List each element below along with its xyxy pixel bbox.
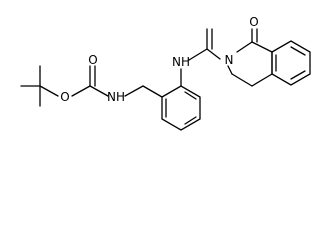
bond-ester-o-carbonyl	[71, 85, 91, 97]
bond-nh-urea-carbon	[188, 48, 208, 61]
benzene-ring-fused	[271, 40, 311, 86]
carbamate-ester-oxygen-label: O	[60, 90, 69, 104]
bond-c4a-c4	[251, 73, 273, 87]
bond-c4-c3	[231, 73, 253, 87]
atom-labels: O O NH NH O N	[60, 15, 258, 104]
bond-carbonyl-nh	[89, 85, 109, 97]
bond-ch2-ring	[142, 85, 163, 98]
bond-ring-n-c1	[236, 41, 253, 53]
chemical-structure: O O NH NH O N	[20, 15, 311, 131]
benzene-inner-bond-2	[184, 116, 197, 125]
urea-nh-label: NH	[172, 55, 190, 69]
fused-inner-bond-2	[290, 70, 306, 80]
ring-nitrogen-label: N	[225, 53, 234, 67]
carbamate-carbonyl-oxygen-label: O	[88, 53, 97, 67]
lactam-oxygen-label: O	[249, 15, 258, 29]
carbamate-nh-label: NH	[107, 90, 125, 104]
bond-c3-n	[227, 65, 233, 75]
bond-nh-ch2	[124, 85, 144, 97]
bond-network	[20, 28, 311, 131]
benzene-ring-central	[161, 85, 201, 131]
bond-tbu-oxygen	[39, 85, 59, 97]
fused-inner-bond-1	[290, 46, 306, 56]
bond-urea-ring-n	[206, 48, 221, 60]
benzene-inner-bond-1	[184, 91, 197, 100]
structure-canvas: O O NH NH O N	[20, 15, 311, 131]
bond-c1-c8a	[251, 41, 273, 53]
